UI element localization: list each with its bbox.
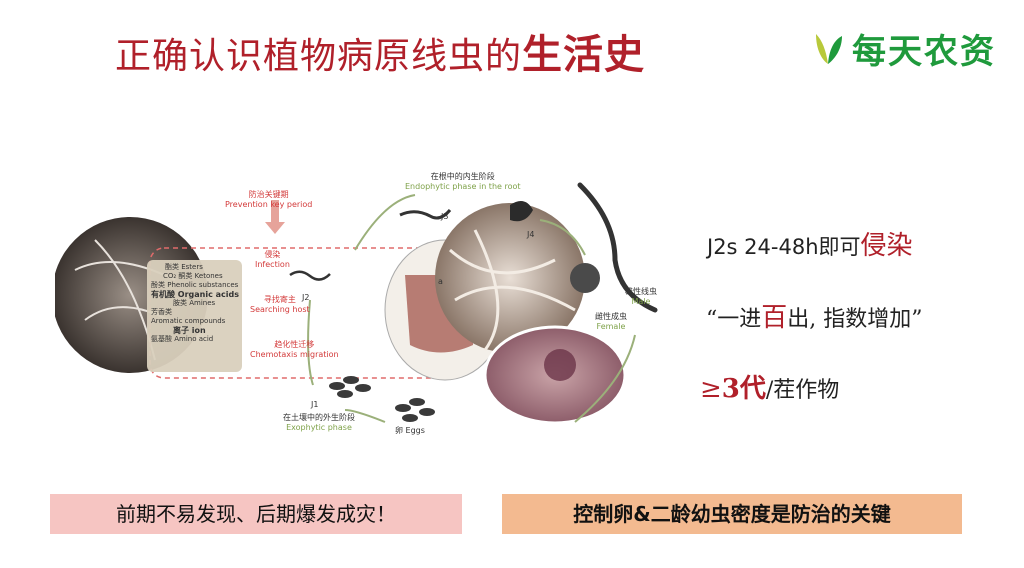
eggs-label: 卵 Eggs [395, 426, 425, 435]
brand-logo: 每天农资 [812, 24, 996, 73]
logo-text: 每天农资 [852, 32, 996, 72]
key-control-banner: 控制卵&二龄幼虫密度是防治的关键 [502, 494, 962, 534]
stage-j2-label: J2 [302, 293, 310, 302]
stage-j1-label: J1 [311, 400, 319, 409]
stage-j3-label: J3 [441, 212, 449, 221]
page-title: 正确认识植物病原线虫的生活史 [0, 22, 760, 80]
title-emphasis: 生活史 [522, 32, 645, 78]
stage-j4-label: J4 [527, 230, 535, 239]
early-warning-banner: 前期不易发现、后期爆发成灾！ [50, 494, 462, 534]
multiplication-note: “一进百出, 指数增加” [706, 303, 923, 333]
root-label: a [438, 277, 443, 286]
leaf-logo-icon [816, 33, 842, 64]
title-main: 正确认识植物病原线虫的 [114, 36, 522, 77]
root-compounds-list: 酯类 Esters CO₂ 酮类 Ketones 酚类 Phenolic sub… [151, 263, 239, 343]
generations-note: ≥3代/茬作物 [700, 374, 840, 404]
infection-time-note: J2s 24-48h即可侵染 [707, 231, 913, 261]
lifecycle-illustration [55, 182, 658, 425]
